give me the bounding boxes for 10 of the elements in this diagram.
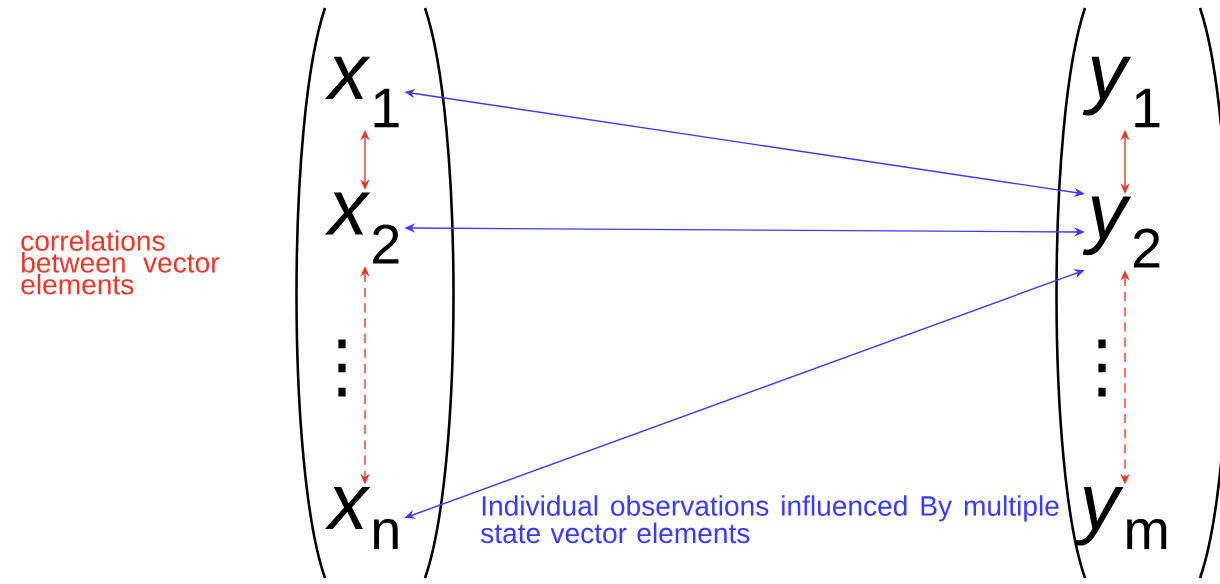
annotation-text: Individual observations influenced By multiple state vector elements [481,495,1059,544]
vertical-dots: ⋮ [1098,339,1106,397]
annotation-text: correlations between vector elements [21,230,220,295]
vector-element: x$_{1}$ [324,56,399,128]
vector-element: y$_{m}$ [1075,486,1167,550]
vector-element: x$_{2}$ [324,192,399,264]
vector-element: y$_{1}$ [1082,56,1160,128]
vector-element: x$_{n}$ [324,486,398,550]
vertical-dots: ⋮ [338,339,346,397]
vector-element: y$_{2}$ [1082,196,1160,268]
